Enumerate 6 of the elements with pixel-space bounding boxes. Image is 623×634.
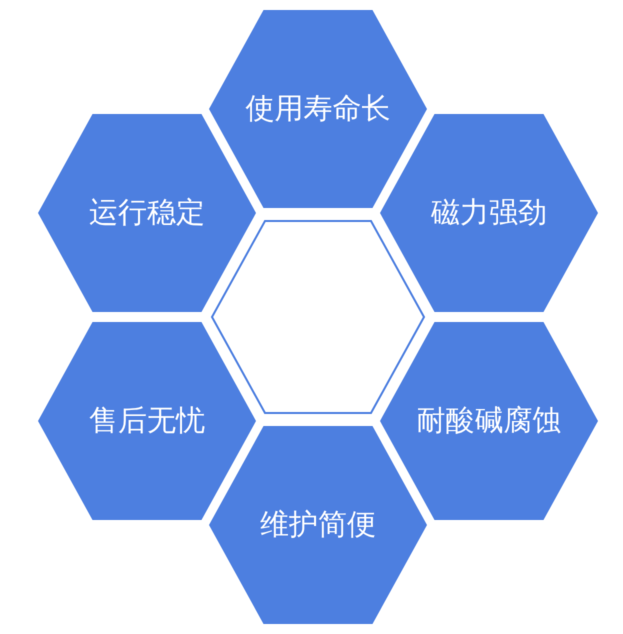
feature-label: 磁力强劲 xyxy=(431,194,547,231)
feature-label: 维护简便 xyxy=(260,506,376,543)
feature-label: 运行稳定 xyxy=(89,194,205,231)
feature-label: 使用寿命长 xyxy=(246,90,390,127)
feature-label: 耐酸碱腐蚀 xyxy=(416,402,562,439)
feature-label: 售后无忧 xyxy=(89,402,205,439)
